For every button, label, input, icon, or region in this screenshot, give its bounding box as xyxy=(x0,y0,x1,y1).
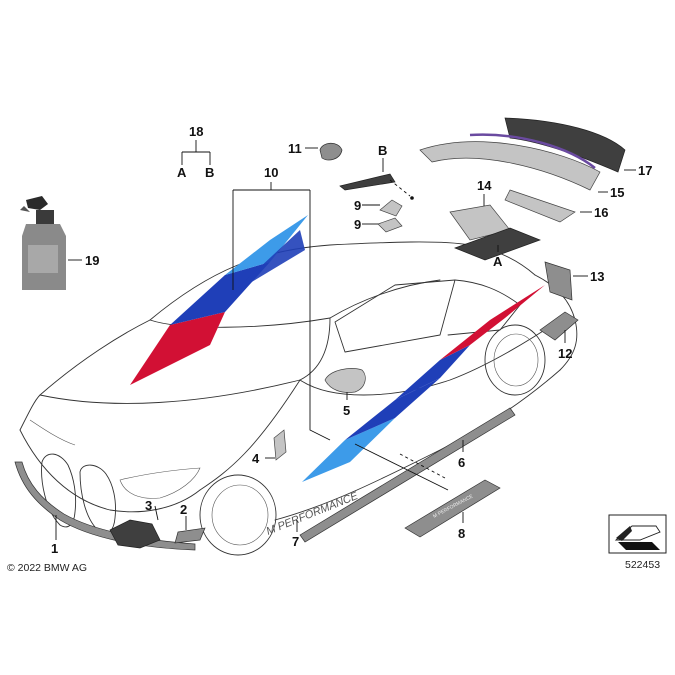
rear-side-part xyxy=(544,261,573,301)
spoiler-base-part xyxy=(454,227,541,261)
callout-9-upper: 9 xyxy=(354,198,361,213)
side-skirt-part xyxy=(299,407,516,543)
front-splitter-part xyxy=(14,461,196,551)
antenna-cover-part-2 xyxy=(377,217,403,233)
rear-wheel xyxy=(484,324,546,396)
mirror-cap-part xyxy=(324,368,366,393)
callout-b: B xyxy=(378,143,387,158)
callout-6: 6 xyxy=(458,455,465,470)
side-m-stripe xyxy=(302,285,545,482)
car-body-outline xyxy=(19,241,578,521)
hood-m-stripe xyxy=(130,215,308,385)
callout-19: 19 xyxy=(85,253,99,268)
callout-1: 1 xyxy=(51,541,58,556)
callout-13: 13 xyxy=(590,269,604,284)
door-sill-part xyxy=(404,479,501,538)
callout-18-a: A xyxy=(177,165,187,180)
rear-diffuser-part xyxy=(539,311,579,341)
callout-14: 14 xyxy=(477,178,492,193)
callout-4: 4 xyxy=(252,451,260,466)
front-canard-part xyxy=(174,527,206,544)
leader-lines xyxy=(55,140,636,540)
callout-16: 16 xyxy=(594,205,608,220)
direction-symbol xyxy=(608,514,667,554)
wing-support-part xyxy=(504,189,576,223)
air-duct-part xyxy=(109,519,161,549)
callout-12: 12 xyxy=(558,346,572,361)
callout-17: 17 xyxy=(638,163,652,178)
roof-strip-part xyxy=(339,173,396,191)
callout-18: 18 xyxy=(189,124,203,139)
cleaner-spray-bottle xyxy=(20,196,66,290)
callout-9-lower: 9 xyxy=(354,217,361,232)
callouts: 18 A B 10 11 B 9 9 14 A 17 15 16 13 12 1… xyxy=(51,124,652,556)
callout-2: 2 xyxy=(180,502,187,517)
callout-11: 11 xyxy=(288,141,302,156)
callout-5: 5 xyxy=(343,403,350,418)
callout-18-b: B xyxy=(205,165,214,180)
image-number: 522453 xyxy=(625,559,660,571)
wing-strip xyxy=(469,133,596,169)
rear-wing-part xyxy=(419,141,601,191)
antenna-cover-part-1 xyxy=(379,199,403,217)
cap-part xyxy=(319,142,343,161)
side-vent-part xyxy=(273,429,287,461)
callout-8: 8 xyxy=(458,526,465,541)
callout-a: A xyxy=(493,254,503,269)
callout-10: 10 xyxy=(264,165,278,180)
callout-3: 3 xyxy=(145,498,152,513)
copyright-notice: © 2022 BMW AG xyxy=(7,562,87,574)
front-wheel xyxy=(199,474,277,556)
carbon-wing-part xyxy=(504,117,626,173)
callout-15: 15 xyxy=(610,185,624,200)
callout-7: 7 xyxy=(292,534,299,549)
